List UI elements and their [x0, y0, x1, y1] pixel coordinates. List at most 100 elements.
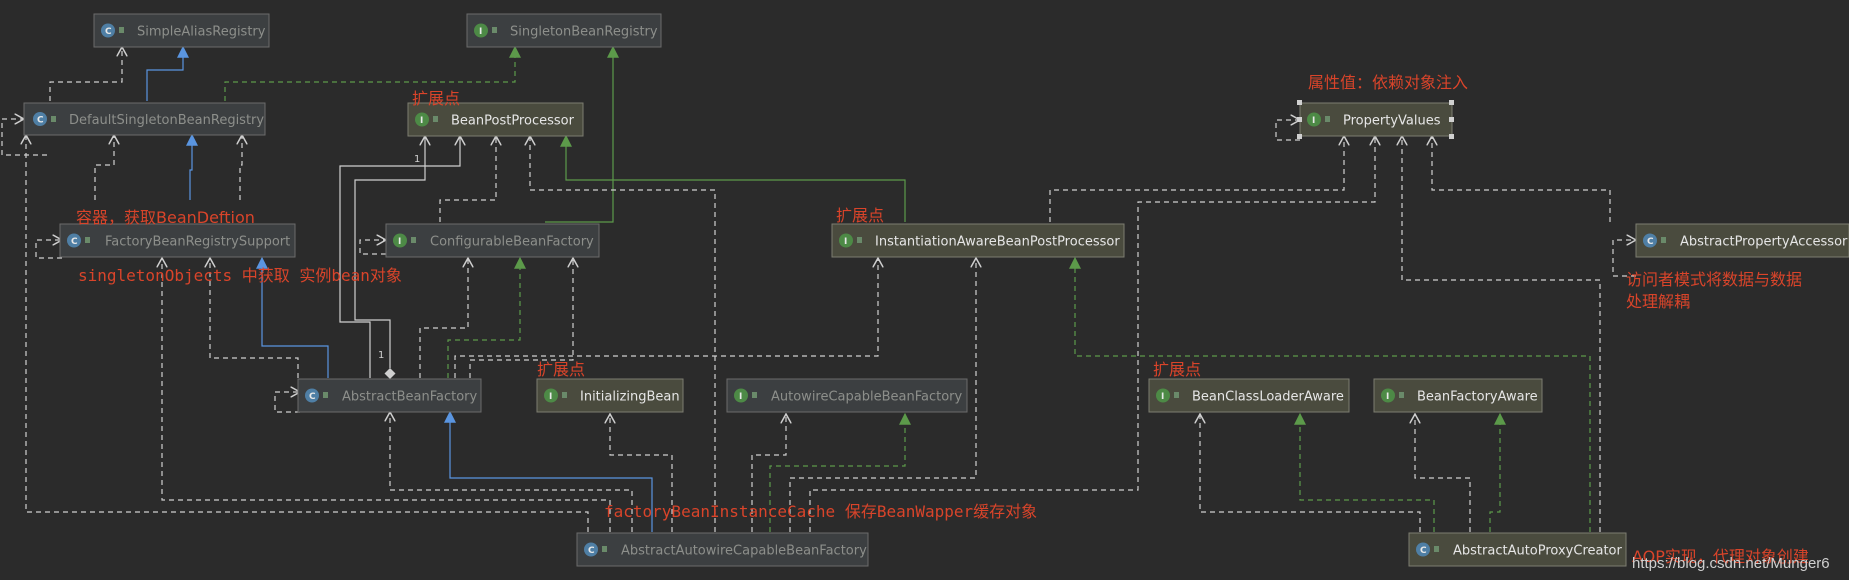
edge-dsbr-self [1, 119, 47, 156]
edge-fbrs-self [35, 240, 62, 259]
node-bean-factory-aware[interactable]: I BeanFactoryAware [1373, 378, 1543, 413]
node-bean-class-loader-aware[interactable]: I BeanClassLoaderAware [1148, 378, 1350, 413]
interface-icon [1381, 388, 1395, 403]
edge-layer [1, 45, 1636, 532]
edge-aacbf-extends-abf [444, 410, 653, 532]
edge-aacbf-dep-dsbr [26, 135, 589, 532]
badge-letter: I [549, 392, 552, 402]
class-icon [101, 23, 115, 38]
edge-aapc-impl-bcla [1294, 412, 1435, 532]
node-label: DefaultSingletonBeanRegistry [69, 113, 264, 128]
selection-handle[interactable] [1297, 134, 1302, 139]
node-abstract-auto-proxy-creator[interactable]: C AbstractAutoProxyCreator [1408, 532, 1627, 567]
class-icon [584, 542, 598, 557]
node-abstract-bean-factory[interactable]: C AbstractBeanFactory [297, 378, 482, 413]
node-initializing-bean[interactable]: I InitializingBean [536, 378, 684, 413]
node-abstract-property-accessor[interactable]: C AbstractPropertyAccessor [1635, 223, 1849, 258]
node-layer: C SimpleAliasRegistry I SingletonBeanReg… [23, 13, 1849, 567]
node-factory-bean-registry-support[interactable]: C FactoryBeanRegistrySupport [59, 223, 296, 258]
edge-aacbf-dep-ib [610, 414, 673, 532]
annotation-layer: 扩展点 属性值：依赖对象注入 容器，获取BeanDeftion singleto… [76, 73, 1809, 566]
badge-letter: I [398, 237, 401, 247]
edge-aacbf-dep-bpp [530, 136, 716, 532]
node-label: PropertyValues [1343, 114, 1441, 129]
lock-icon [433, 116, 438, 122]
selection-handle[interactable] [1297, 117, 1302, 122]
badge-letter: C [1647, 237, 1654, 247]
multiplicity-label: 1 [414, 154, 420, 165]
edge-abf-dep-fbrs-a [210, 258, 299, 378]
node-label: ConfigurableBeanFactory [430, 235, 594, 250]
edge-aacbf-dep-abf [390, 412, 633, 532]
node-property-values[interactable]: I PropertyValues [1297, 100, 1454, 139]
class-icon [67, 233, 81, 248]
node-instantiation-aware-bean-post-processor[interactable]: I InstantiationAwareBeanPostProcessor [831, 223, 1125, 258]
edge-abf-self [274, 392, 300, 413]
node-bean-post-processor[interactable]: I BeanPostProcessor [407, 102, 584, 137]
interface-icon [393, 233, 407, 248]
interface-icon [1307, 112, 1321, 127]
lock-icon [1434, 546, 1439, 552]
class-icon [305, 388, 319, 403]
edge-cbf-self [359, 240, 386, 255]
interface-icon [839, 233, 853, 248]
node-default-singleton-bean-registry[interactable]: C DefaultSingletonBeanRegistry [23, 102, 266, 136]
node-label: SingletonBeanRegistry [510, 25, 658, 40]
node-label: BeanPostProcessor [451, 114, 575, 129]
edge-fbrs-dep-dsbr-b [240, 135, 242, 200]
lock-icon [1174, 392, 1179, 398]
edge-pv-self [1275, 120, 1300, 141]
watermark: https://blog.csdn.net/Munger6 [1632, 555, 1830, 572]
edge-dsbr-dep-sar [49, 47, 122, 101]
badge-letter: I [420, 116, 423, 126]
edge-apa-dep-pv [1432, 136, 1611, 222]
selection-handle[interactable] [1297, 100, 1302, 105]
node-autowire-capable-bean-factory[interactable]: I AutowireCapableBeanFactory [726, 378, 968, 413]
node-label: AbstractAutowireCapableBeanFactory [621, 544, 867, 559]
lock-icon [602, 546, 607, 552]
selection-handle[interactable] [1449, 134, 1454, 139]
annotation-initializing-extension: 扩展点 [537, 360, 585, 379]
annotation-iabpp-extension: 扩展点 [836, 206, 884, 225]
annotation-bpp-extension: 扩展点 [412, 89, 460, 108]
class-icon [1416, 542, 1430, 557]
node-simple-alias-registry[interactable]: C SimpleAliasRegistry [93, 13, 270, 48]
edge-aapc-dep-pv [1402, 136, 1601, 532]
node-label: AbstractBeanFactory [342, 390, 477, 405]
edge-aacbf-dep-iabpp [789, 258, 976, 532]
multiplicity-label: 1 [378, 350, 384, 361]
node-label: InitializingBean [580, 390, 680, 405]
edge-aacbf-dep-pv [809, 136, 1375, 532]
edge-iabpp-dep-pv [1049, 136, 1344, 222]
lock-icon [1399, 392, 1404, 398]
interface-icon [1156, 388, 1170, 403]
badge-letter: C [588, 546, 595, 556]
node-abstract-autowire-capable-bean-factory[interactable]: C AbstractAutowireCapableBeanFactory [576, 532, 869, 567]
selection-handle[interactable] [1449, 100, 1454, 105]
annotation-cache: factoryBeanInstanceCache 保存BeanWapper缓存对… [604, 502, 1037, 521]
edge-abf-dep-cbf-b [469, 258, 573, 378]
edge-abf-assoc-bpp-a [354, 136, 425, 368]
class-icon [1643, 233, 1657, 248]
edge-fbrs-dep-dsbr-a [94, 135, 114, 200]
class-icon [33, 112, 47, 126]
node-singleton-bean-registry[interactable]: I SingletonBeanRegistry [466, 13, 662, 48]
annotation-property-values: 属性值：依赖对象注入 [1308, 73, 1468, 92]
node-label: SimpleAliasRegistry [137, 25, 266, 40]
edge-abf-dep-cbf-a [419, 258, 468, 378]
node-configurable-bean-factory[interactable]: I ConfigurableBeanFactory [385, 223, 600, 258]
interface-icon [734, 388, 748, 403]
edge-abf-assoc-bpp-b [339, 136, 460, 378]
badge-letter: I [1386, 392, 1389, 402]
annotation-container: 容器，获取BeanDeftion [76, 208, 255, 227]
lock-icon [411, 237, 416, 243]
node-label: BeanFactoryAware [1417, 390, 1538, 405]
interface-icon [474, 23, 488, 38]
badge-letter: I [844, 237, 847, 247]
annotation-aop: AOP实现，代理对象创建 [1632, 547, 1809, 566]
node-label: AutowireCapableBeanFactory [771, 390, 963, 405]
lock-icon [492, 27, 497, 33]
selection-handle[interactable] [1449, 117, 1454, 122]
edge-cbf-dep-bpp [439, 136, 496, 222]
lock-icon [51, 116, 56, 122]
